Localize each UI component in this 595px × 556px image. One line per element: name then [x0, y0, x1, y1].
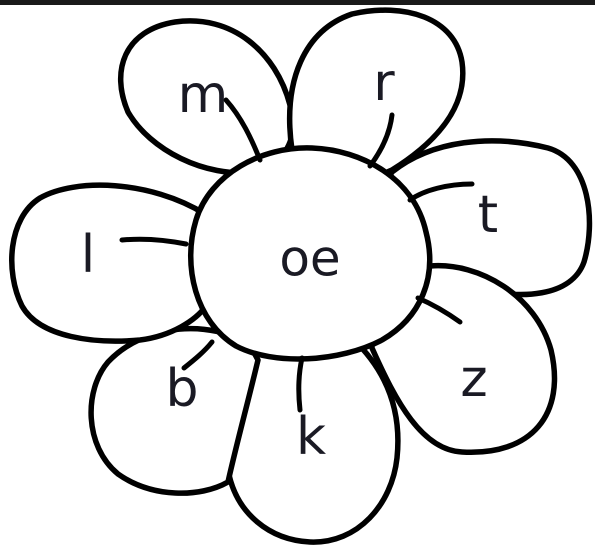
petal-letter-z: z: [460, 349, 487, 409]
petal-letter-m: m: [178, 65, 229, 125]
petal-l: [12, 185, 206, 341]
petal-letter-r: r: [373, 53, 395, 113]
petal-letter-t: t: [478, 185, 498, 245]
center-letters: oe: [279, 230, 340, 288]
top-border: [0, 0, 595, 5]
petal-letter-l: l: [81, 225, 95, 285]
petal-letter-b: b: [165, 359, 198, 419]
petal-letter-k: k: [296, 407, 326, 467]
